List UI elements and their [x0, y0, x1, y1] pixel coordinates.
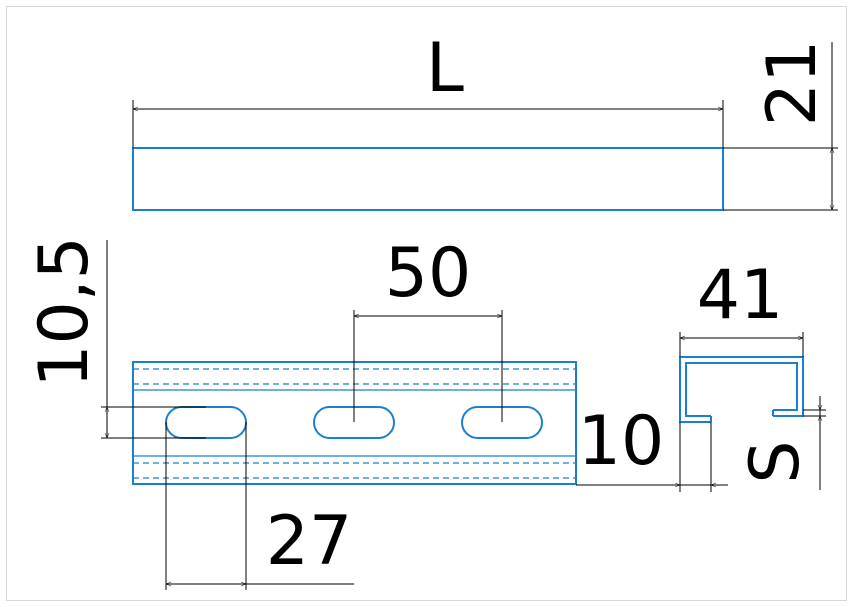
- height-label: 21: [753, 40, 832, 127]
- pitch-label: 50: [385, 234, 472, 313]
- half-width-label: 10,5: [25, 236, 104, 387]
- profile-inner: [685, 362, 798, 417]
- side-view-body: [132, 147, 724, 211]
- half-width-dimension: 10,5: [25, 236, 206, 439]
- thickness-dimension: S: [736, 396, 826, 490]
- profile-width-dimension: 41: [679, 256, 804, 357]
- thickness-label: S: [736, 440, 815, 483]
- length-label: L: [426, 29, 464, 108]
- side-view: [132, 147, 724, 211]
- opening-dimension: 10: [576, 402, 728, 492]
- slot-length-label: 27: [266, 502, 353, 581]
- profile-width-label: 41: [697, 256, 784, 335]
- profile-outer: [679, 356, 804, 423]
- length-dimension: L: [132, 29, 724, 148]
- height-dimension: 21: [723, 40, 838, 211]
- profile-view: [679, 356, 804, 423]
- drawing-frame: [6, 6, 847, 601]
- slot-1: [165, 406, 247, 439]
- opening-label: 10: [578, 402, 665, 481]
- slot-length-dimension: 27: [165, 422, 354, 590]
- pitch-dimension: 50: [353, 234, 503, 422]
